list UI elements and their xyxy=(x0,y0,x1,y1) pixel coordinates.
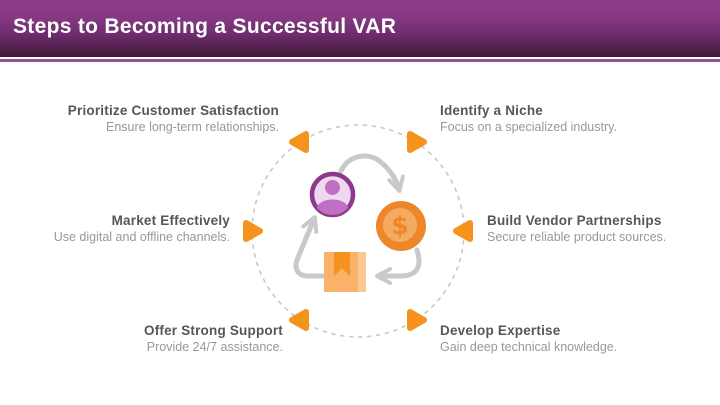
step-title: Develop Expertise xyxy=(440,323,561,338)
step-subtitle: Secure reliable product sources. xyxy=(487,230,667,244)
step-build-vendor-partnerships: Build Vendor Partnerships Secure reliabl… xyxy=(487,212,666,245)
bookmark-ribbon xyxy=(334,252,350,276)
step-title: Identify a Niche xyxy=(440,103,543,118)
orbit-triangle-bottom-left xyxy=(289,309,309,331)
step-prioritize-customer-satisfaction: Prioritize Customer Satisfaction Ensure … xyxy=(68,102,279,135)
step-subtitle: Ensure long-term relationships. xyxy=(106,120,279,134)
cycle-arrow-coin-to-box xyxy=(375,247,422,285)
product-box-icon xyxy=(324,252,366,292)
step-subtitle: Focus on a specialized industry. xyxy=(440,120,617,134)
step-market-effectively: Market Effectively Use digital and offli… xyxy=(54,212,230,245)
orbit-triangle-left xyxy=(243,220,263,242)
step-title: Market Effectively xyxy=(111,213,230,228)
customer-person-icon xyxy=(309,171,356,218)
cycle-arrow-person-to-coin xyxy=(338,153,405,193)
header-accent-line xyxy=(0,59,720,62)
step-identify-a-niche: Identify a Niche Focus on a specialized … xyxy=(440,102,617,135)
var-cycle-diagram: $ xyxy=(243,124,473,338)
cycle-arrow-box-to-person xyxy=(293,215,326,279)
slide-title: Steps to Becoming a Successful VAR xyxy=(13,15,397,38)
orbit-triangle-bottom-right xyxy=(407,309,427,331)
orbit-triangle-right xyxy=(453,220,473,242)
step-title: Prioritize Customer Satisfaction xyxy=(67,103,279,118)
header-bar: Steps to Becoming a Successful VAR xyxy=(0,0,720,59)
orbit-triangle-top-right xyxy=(407,131,427,153)
step-develop-expertise: Develop Expertise Gain deep technical kn… xyxy=(440,322,617,355)
orbit-triangle-top-left xyxy=(289,131,309,153)
dollar-sign-glyph: $ xyxy=(391,211,408,240)
step-subtitle: Use digital and offline channels. xyxy=(53,230,230,244)
step-offer-strong-support: Offer Strong Support Provide 24/7 assist… xyxy=(144,322,283,355)
step-title: Offer Strong Support xyxy=(144,323,283,338)
dollar-coin-icon: $ xyxy=(376,201,426,251)
step-subtitle: Gain deep technical knowledge. xyxy=(440,340,618,354)
step-title: Build Vendor Partnerships xyxy=(487,213,662,228)
step-subtitle: Provide 24/7 assistance. xyxy=(146,340,283,354)
